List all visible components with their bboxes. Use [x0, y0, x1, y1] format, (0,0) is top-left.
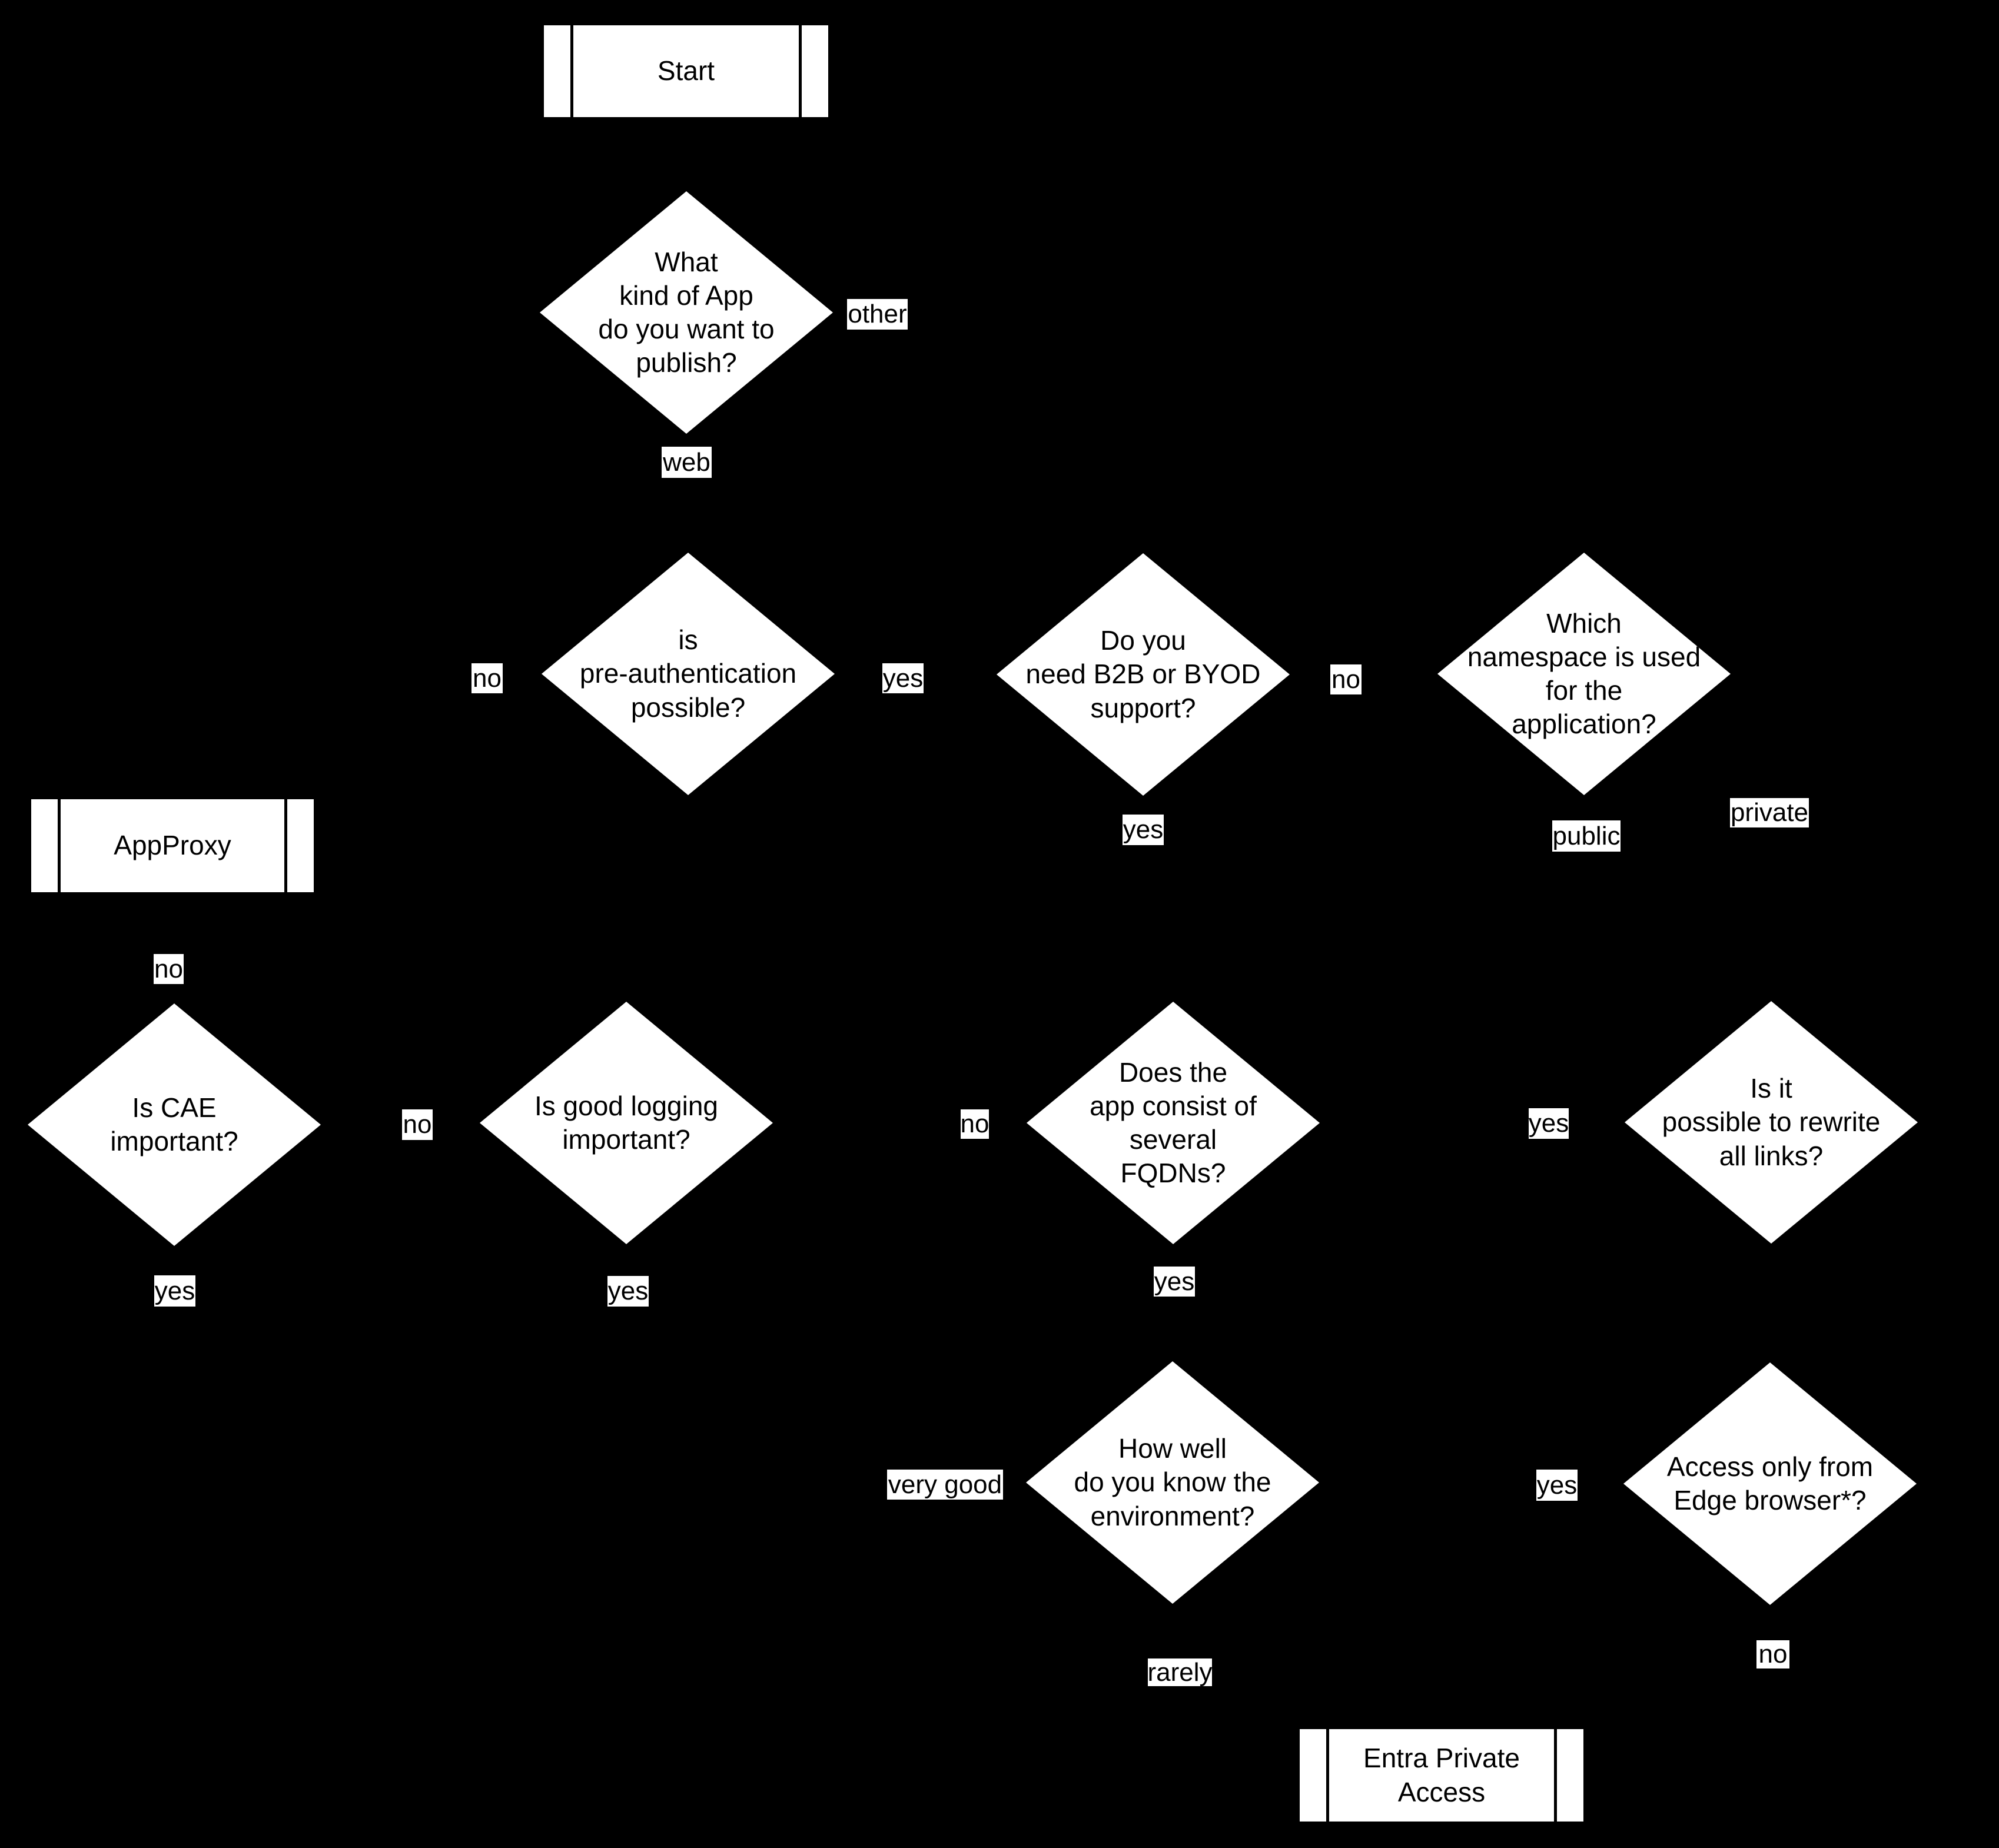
edge-label-app-kind-other: other: [847, 299, 908, 330]
node-label-start: Start: [657, 55, 715, 87]
edge-label-fqdns-yes-right: yes: [1529, 1108, 1569, 1139]
node-label-appproxy: AppProxy: [114, 830, 231, 861]
decision-preauth: is pre-authentication possible?: [542, 553, 835, 795]
process-side-bar-right: [799, 25, 802, 117]
decision-rewrite-links: Is it possible to rewrite all links?: [1625, 1001, 1918, 1244]
edge-label-logging-no: no: [961, 1109, 989, 1139]
decision-environment: How well do you know the environment?: [1026, 1361, 1319, 1604]
process-side-bar-right: [1554, 1729, 1557, 1822]
edge-label-fqdns-yes-down: yes: [1154, 1267, 1195, 1297]
node-label-cae: Is CAE important?: [110, 1092, 238, 1156]
decision-logging: Is good logging important?: [480, 1002, 773, 1244]
process-side-bar-left: [1326, 1729, 1329, 1822]
edge-label-environment-rarely: rarely: [1148, 1658, 1212, 1686]
edge-label-environment-very-good: very good: [887, 1470, 1003, 1500]
decision-edge-browser: Access only from Edge browser*?: [1623, 1362, 1917, 1605]
edge-label-environment-yes: yes: [1536, 1470, 1578, 1501]
edge-label-namespace-public: public: [1552, 820, 1621, 852]
node-label-environment: How well do you know the environment?: [1074, 1433, 1271, 1531]
node-label-edge-browser: Access only from Edge browser*?: [1666, 1451, 1874, 1515]
edge-label-app-kind-web: web: [662, 447, 712, 478]
process-side-bar-left: [58, 799, 61, 892]
edge-label-logging-yes: yes: [607, 1276, 649, 1307]
edge-label-b2b-byod-no: no: [1330, 664, 1362, 694]
node-label-fqdns: Does the app consist of several FQDNs?: [1090, 1056, 1257, 1189]
edge-label-preauth-yes: yes: [882, 663, 924, 693]
edge-label-cae-yes: yes: [154, 1275, 195, 1307]
decision-namespace: Which namespace is used for the applicat…: [1437, 553, 1731, 795]
process-side-bar-left: [570, 25, 573, 117]
node-label-logging: Is good logging important?: [534, 1090, 719, 1155]
edge-label-preauth-no: no: [471, 663, 503, 693]
node-label-rewrite-links: Is it possible to rewrite all links?: [1662, 1073, 1881, 1171]
edge-label-edge-browser-no: no: [1756, 1640, 1789, 1668]
node-label-app-kind: What kind of App do you want to publish?: [598, 246, 775, 378]
terminal-appproxy: AppProxy: [31, 799, 314, 892]
edge-label-appproxy-no: no: [154, 954, 184, 984]
decision-b2b-byod: Do you need B2B or BYOD support?: [997, 553, 1290, 796]
node-label-preauth: is pre-authentication possible?: [579, 624, 797, 723]
node-label-namespace: Which namespace is used for the applicat…: [1467, 607, 1701, 740]
decision-app-kind: What kind of App do you want to publish?: [540, 191, 833, 434]
edge-label-b2b-byod-yes: yes: [1123, 815, 1164, 845]
terminal-entra-private-access: Entra Private Access: [1300, 1729, 1583, 1822]
node-label-b2b-byod: Do you need B2B or BYOD support?: [1025, 625, 1261, 723]
decision-fqdns: Does the app consist of several FQDNs?: [1027, 1002, 1320, 1244]
terminal-start: Start: [544, 25, 828, 117]
process-side-bar-right: [284, 799, 287, 892]
edge-label-namespace-private: private: [1730, 798, 1809, 827]
node-label-entra-private-access: Entra Private Access: [1363, 1743, 1520, 1807]
edge-label-cae-no: no: [402, 1109, 433, 1140]
decision-cae: Is CAE important?: [28, 1003, 321, 1246]
